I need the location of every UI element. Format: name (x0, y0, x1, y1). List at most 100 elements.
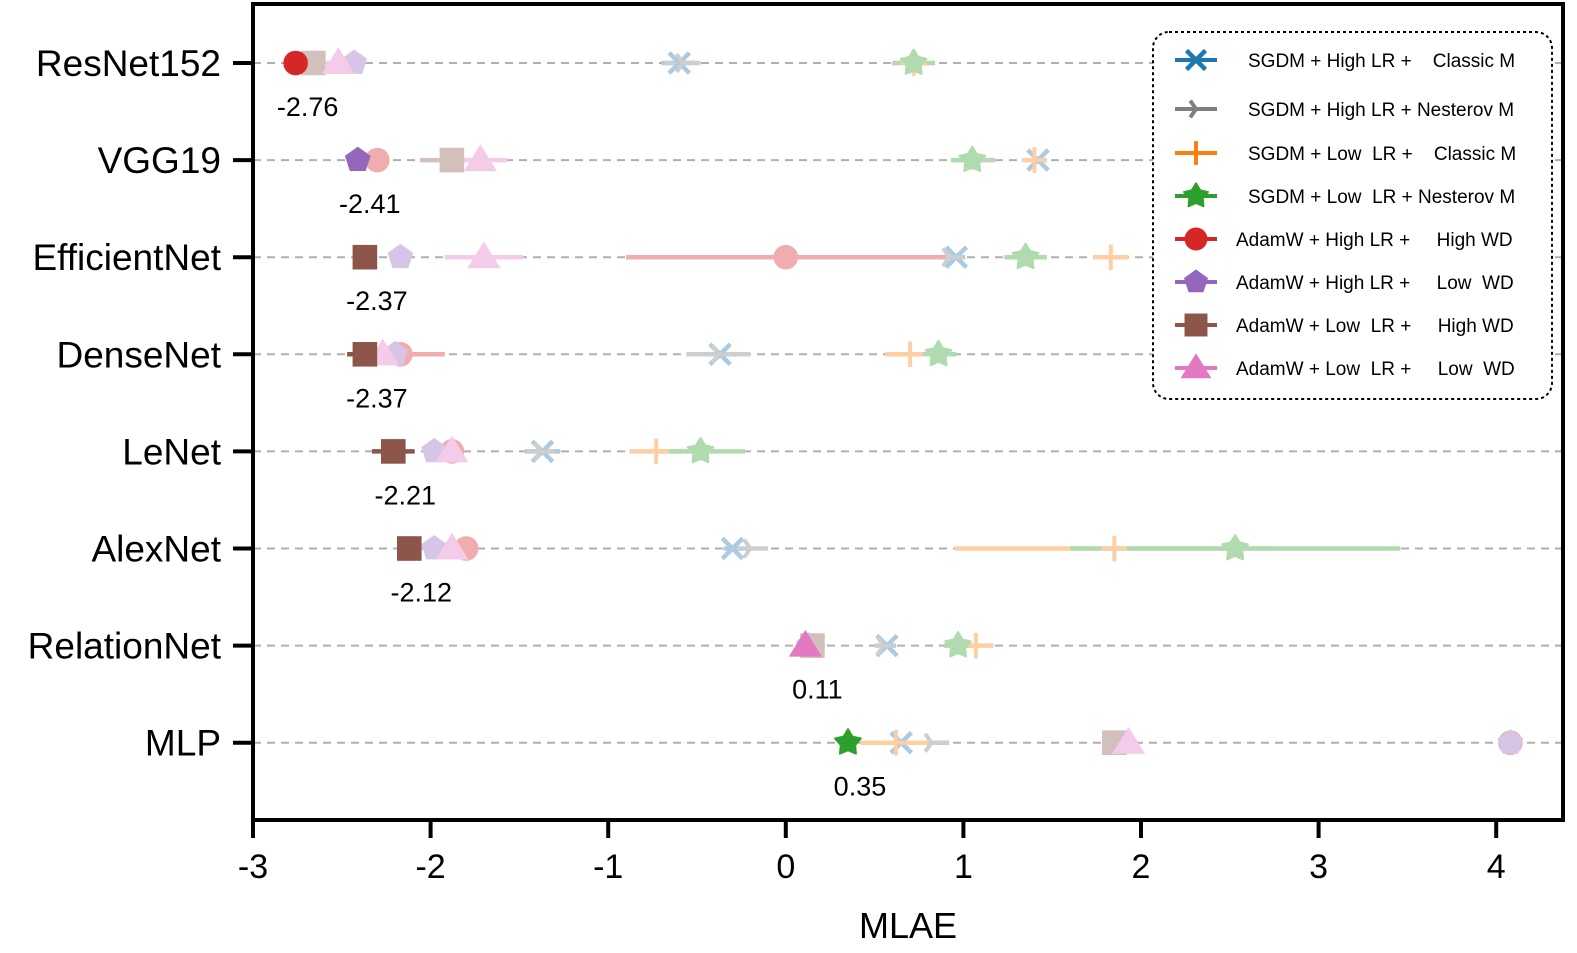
x-tick-label: 2 (1132, 848, 1151, 886)
circle-marker (1184, 227, 1208, 251)
circle-marker (365, 147, 390, 173)
square-marker (381, 439, 406, 464)
tri-stroke (923, 741, 934, 753)
data-label: -2.12 (391, 578, 453, 608)
data-point (467, 241, 501, 269)
data-point (710, 344, 730, 365)
triangle-marker (321, 47, 355, 75)
tri-stroke (710, 344, 720, 356)
tri-stroke (674, 61, 685, 74)
data-point (686, 436, 715, 464)
triangle-marker (463, 144, 497, 172)
legend-label: AdamW + High LR + Low WD (1236, 273, 1514, 294)
circle-marker (283, 50, 308, 76)
data-point (1021, 147, 1048, 173)
star-marker (686, 436, 715, 464)
data-point (1101, 535, 1128, 562)
pentagon-marker (344, 146, 371, 171)
best-data-point (834, 728, 862, 755)
circle-marker (773, 244, 799, 270)
y-tick-label: AlexNet (91, 529, 221, 570)
tri-stroke (941, 247, 951, 259)
triangle-marker (467, 241, 501, 269)
legend-label: AdamW + Low LR + High WD (1236, 316, 1514, 337)
y-tick-label: DenseNet (56, 334, 221, 375)
triangle-marker (1180, 353, 1212, 379)
square-marker (352, 342, 378, 367)
data-point (667, 51, 692, 75)
legend-item: AdamW + High LR + Low WD (1175, 269, 1514, 294)
x-stroke (720, 536, 745, 561)
legend-triangle-icon (1180, 353, 1212, 379)
x-tick-label: 4 (1487, 848, 1506, 886)
data-point (924, 339, 953, 367)
data-point (365, 147, 390, 173)
marker-layer (283, 47, 1524, 756)
triangle-marker (1112, 726, 1146, 754)
tri-stroke (742, 538, 752, 550)
data-label: -2.37 (346, 286, 408, 316)
legend-label: SGDM + High LR + Classic M (1248, 51, 1515, 72)
star-marker (1221, 534, 1249, 561)
legend-label: SGDM + Low LR + Classic M (1248, 144, 1516, 165)
x-stroke (667, 51, 692, 75)
x-tick-label: -1 (593, 848, 623, 886)
triangle-marker (435, 435, 469, 463)
star-marker (924, 339, 953, 367)
tri-stroke (875, 644, 886, 656)
x-tick-label: -3 (238, 848, 268, 886)
tri-stroke (1188, 99, 1198, 111)
triangle-marker (788, 629, 822, 657)
legend-label: SGDM + High LR + Nesterov M (1248, 100, 1514, 121)
legend-item: AdamW + High LR + High WD (1175, 227, 1513, 251)
legend-item: AdamW + Low LR + High WD (1175, 313, 1514, 337)
pentagon-marker (387, 243, 414, 269)
data-point (720, 536, 745, 561)
pentagon-marker (1497, 729, 1524, 754)
tri-stroke (674, 52, 685, 65)
tri-stroke (941, 256, 951, 268)
tri-stroke (742, 547, 752, 559)
legend-item: SGDM + High LR + Nesterov M (1175, 99, 1514, 121)
data-point (643, 438, 669, 465)
data-point (944, 631, 972, 658)
data-point (1098, 244, 1124, 270)
triangle-marker (435, 532, 469, 560)
data-label: -2.76 (277, 92, 339, 122)
legend-square-icon (1184, 313, 1208, 337)
x-tick-label: 3 (1309, 848, 1328, 886)
star-marker (944, 631, 972, 658)
pentagon-marker (1184, 269, 1208, 293)
x-axis-title: MLAE (859, 905, 957, 946)
y-tick-label: MLP (145, 723, 221, 764)
y-tick-label: VGG19 (98, 140, 221, 181)
y-tick-label: LeNet (122, 431, 221, 472)
data-label: -2.41 (339, 189, 401, 219)
data-point (435, 435, 469, 463)
legend: SGDM + High LR + Classic M SGDM + High LR… (1152, 31, 1553, 400)
data-point (1011, 242, 1040, 270)
plot-frame (251, 2, 1565, 822)
best-data-point (788, 629, 822, 657)
best-data-point (344, 146, 371, 171)
data-point (532, 441, 552, 462)
data-point (773, 244, 799, 270)
legend-pentagon-icon (1184, 269, 1208, 293)
legend-label: SGDM + Low LR + Nesterov M (1248, 187, 1515, 208)
tri-stroke (1188, 107, 1198, 119)
square-marker (439, 147, 465, 173)
square-marker (1184, 313, 1208, 337)
legend-plus-icon (1184, 141, 1208, 165)
legend-item: SGDM + Low LR + Classic M (1175, 141, 1516, 165)
y-tick-label: ResNet152 (36, 43, 221, 84)
legend-x-icon (1184, 48, 1208, 72)
data-point (1221, 534, 1249, 561)
best-data-point (352, 342, 378, 367)
data-point (463, 144, 497, 172)
legend-circle-icon (1184, 227, 1208, 251)
data-point (1112, 726, 1146, 754)
data-point (875, 635, 895, 656)
star-marker (1183, 182, 1209, 208)
star-marker (1011, 242, 1040, 270)
